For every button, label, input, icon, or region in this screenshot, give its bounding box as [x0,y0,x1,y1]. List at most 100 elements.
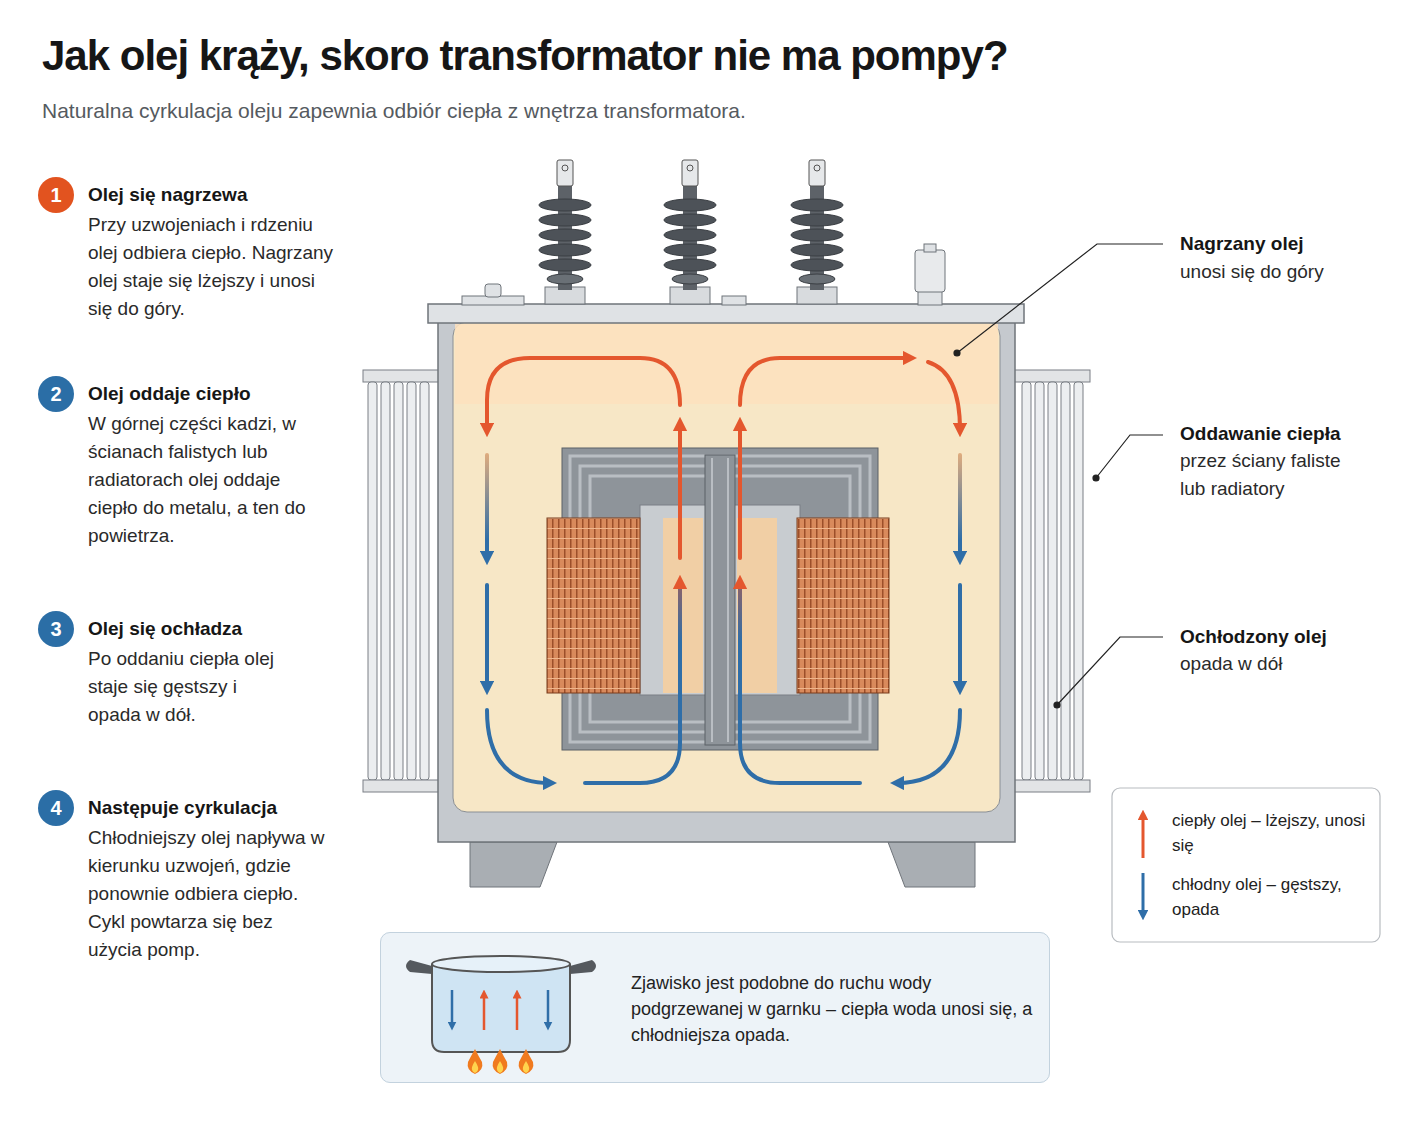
callout-heading-box: Nagrzany olej [1180,230,1380,258]
core-and-windings-part [727,458,729,742]
oil-flow-arrows-part [487,358,680,430]
step-body: Chłodniejszy olej napływa w kierunku uzw… [88,824,328,964]
step-body: W górnej części kadzi, w ścianach falist… [88,410,320,550]
step-number-circle: 4 [38,790,74,826]
oil-flow-arrows-part [740,582,860,783]
step-number: 1 [38,177,74,213]
radiator-left-part [420,382,429,780]
callout-body-box: opada w dół [1180,650,1380,678]
tank-part [455,324,998,404]
legend-panel-part [1142,815,1145,858]
radiator-left-part [394,382,403,780]
core-and-windings-part [663,518,703,693]
step-body-box: Po oddaniu ciepła olej staje się gęstszy… [88,645,293,729]
oil-flow-arrows [487,358,960,783]
oil-flow-arrows-part [958,585,962,688]
core-and-windings-part [547,518,640,693]
subtitle-text: Naturalna cyrkulacja oleju zapewnia odbi… [42,97,1342,125]
callout-heading: Oddawanie ciepła [1180,420,1380,448]
legend-panel-part [1112,788,1380,942]
pot-illustration-part [451,990,454,1026]
note-text: Zjawisko jest podobne do ruchu wody podg… [631,970,1036,1048]
pot-illustration-part [432,956,570,972]
step-heading: Olej się nagrzewa [88,181,348,209]
oil-flow-arrows-part [485,455,489,558]
caption-box: Naturalna cyrkulacja oleju zapewnia odbi… [42,97,1342,125]
callout-heading-box: Ochłodzony olej [1180,623,1380,651]
note-text-box: Zjawisko jest podobne do ruchu wody podg… [631,970,1036,1048]
tank-feet-part [470,842,557,887]
radiator-left-part [381,382,390,780]
tank-part [453,322,1000,812]
step-number-circle: 1 [38,177,74,213]
core-and-windings-part [797,518,889,693]
oil-flow-arrows-part [585,582,680,783]
note-box: Zjawisko jest podobne do ruchu wody podg… [380,932,1050,1083]
bushings [539,160,843,304]
oil-flow-arrows-part [487,710,550,783]
step-body-box: Przy uzwojeniach i rdzeniu olej odbiera … [88,211,340,323]
oil-flow-arrows-part [740,358,910,405]
radiator-left-part [407,382,416,780]
radiator-left-part [363,780,439,792]
step-body-box: Chłodniejszy olej napływa w kierunku uzw… [88,824,328,964]
oil-flow-arrows-part [897,710,960,783]
step-number: 3 [38,611,74,647]
leader-lines-part [1057,637,1163,705]
pot-illustration-part [497,1061,503,1073]
radiator-right-part [1014,370,1090,382]
step-heading: Następuje cyrkulacja [88,794,348,822]
radiator-right-part [1035,382,1044,780]
step-number: 2 [38,376,74,412]
oil-flow-arrows-part [958,455,962,558]
callout-heading: Nagrzany olej [1180,230,1380,258]
pot-illustration-part [519,1049,534,1074]
title-text: Jak olej krąży, skoro transformator nie … [42,30,1372,82]
step-heading-box: Następuje cyrkulacja [88,794,348,822]
step-number-circle: 2 [38,376,74,412]
callout-heading: Ochłodzony olej [1180,623,1380,651]
core-and-windings [547,448,889,750]
step-heading-box: Olej się ochładza [88,615,348,643]
radiator-right-part [1014,780,1090,792]
radiator-left [363,370,439,792]
oil-flow-arrows-part [738,424,742,558]
tank [428,244,1024,842]
pot-illustration-part [547,990,550,1026]
callout-body: opada w dół [1180,650,1380,678]
radiator-left-part [368,382,377,780]
step-heading: Olej oddaje ciepło [88,380,348,408]
step-number: 4 [38,790,74,826]
title-box: Jak olej krąży, skoro transformator nie … [42,30,1372,82]
step-body-box: W górnej części kadzi, w ścianach falist… [88,410,320,550]
step-heading: Olej się ochładza [88,615,348,643]
pot-illustration-part [516,994,519,1030]
tank-part [915,250,945,292]
pot-illustration-part [493,1049,508,1074]
pot-illustration-part [570,960,596,974]
radiator-right-part [1048,382,1057,780]
legend-text: ciepły olej – lżejszy, unosi się [1172,808,1372,858]
pot-illustration-part [523,1061,529,1073]
bushings-part [791,160,843,304]
tank-feet [470,842,975,887]
radiator-right [1014,370,1090,792]
callout-heading-box: Oddawanie ciepła [1180,420,1380,448]
leader-lines [954,244,1163,708]
legend-text: chłodny olej – gęstszy, opada [1172,872,1372,922]
leader-lines-part [1096,435,1163,478]
core-and-windings-part [705,455,735,745]
radiator-left-part [363,370,439,382]
step-heading-box: Olej się nagrzewa [88,181,348,209]
oil-flow-arrows-part [928,362,960,430]
oil-flow-arrows-part [678,424,682,558]
callout-body: unosi się do góry [1180,258,1380,286]
pot-illustration-part [432,964,570,1052]
step-body: Przy uzwojeniach i rdzeniu olej odbiera … [88,211,340,323]
oil-flow-arrows-part [485,585,489,688]
tank-feet-part [888,842,975,887]
tank-part [438,320,1015,842]
core-and-windings-part [737,518,777,693]
